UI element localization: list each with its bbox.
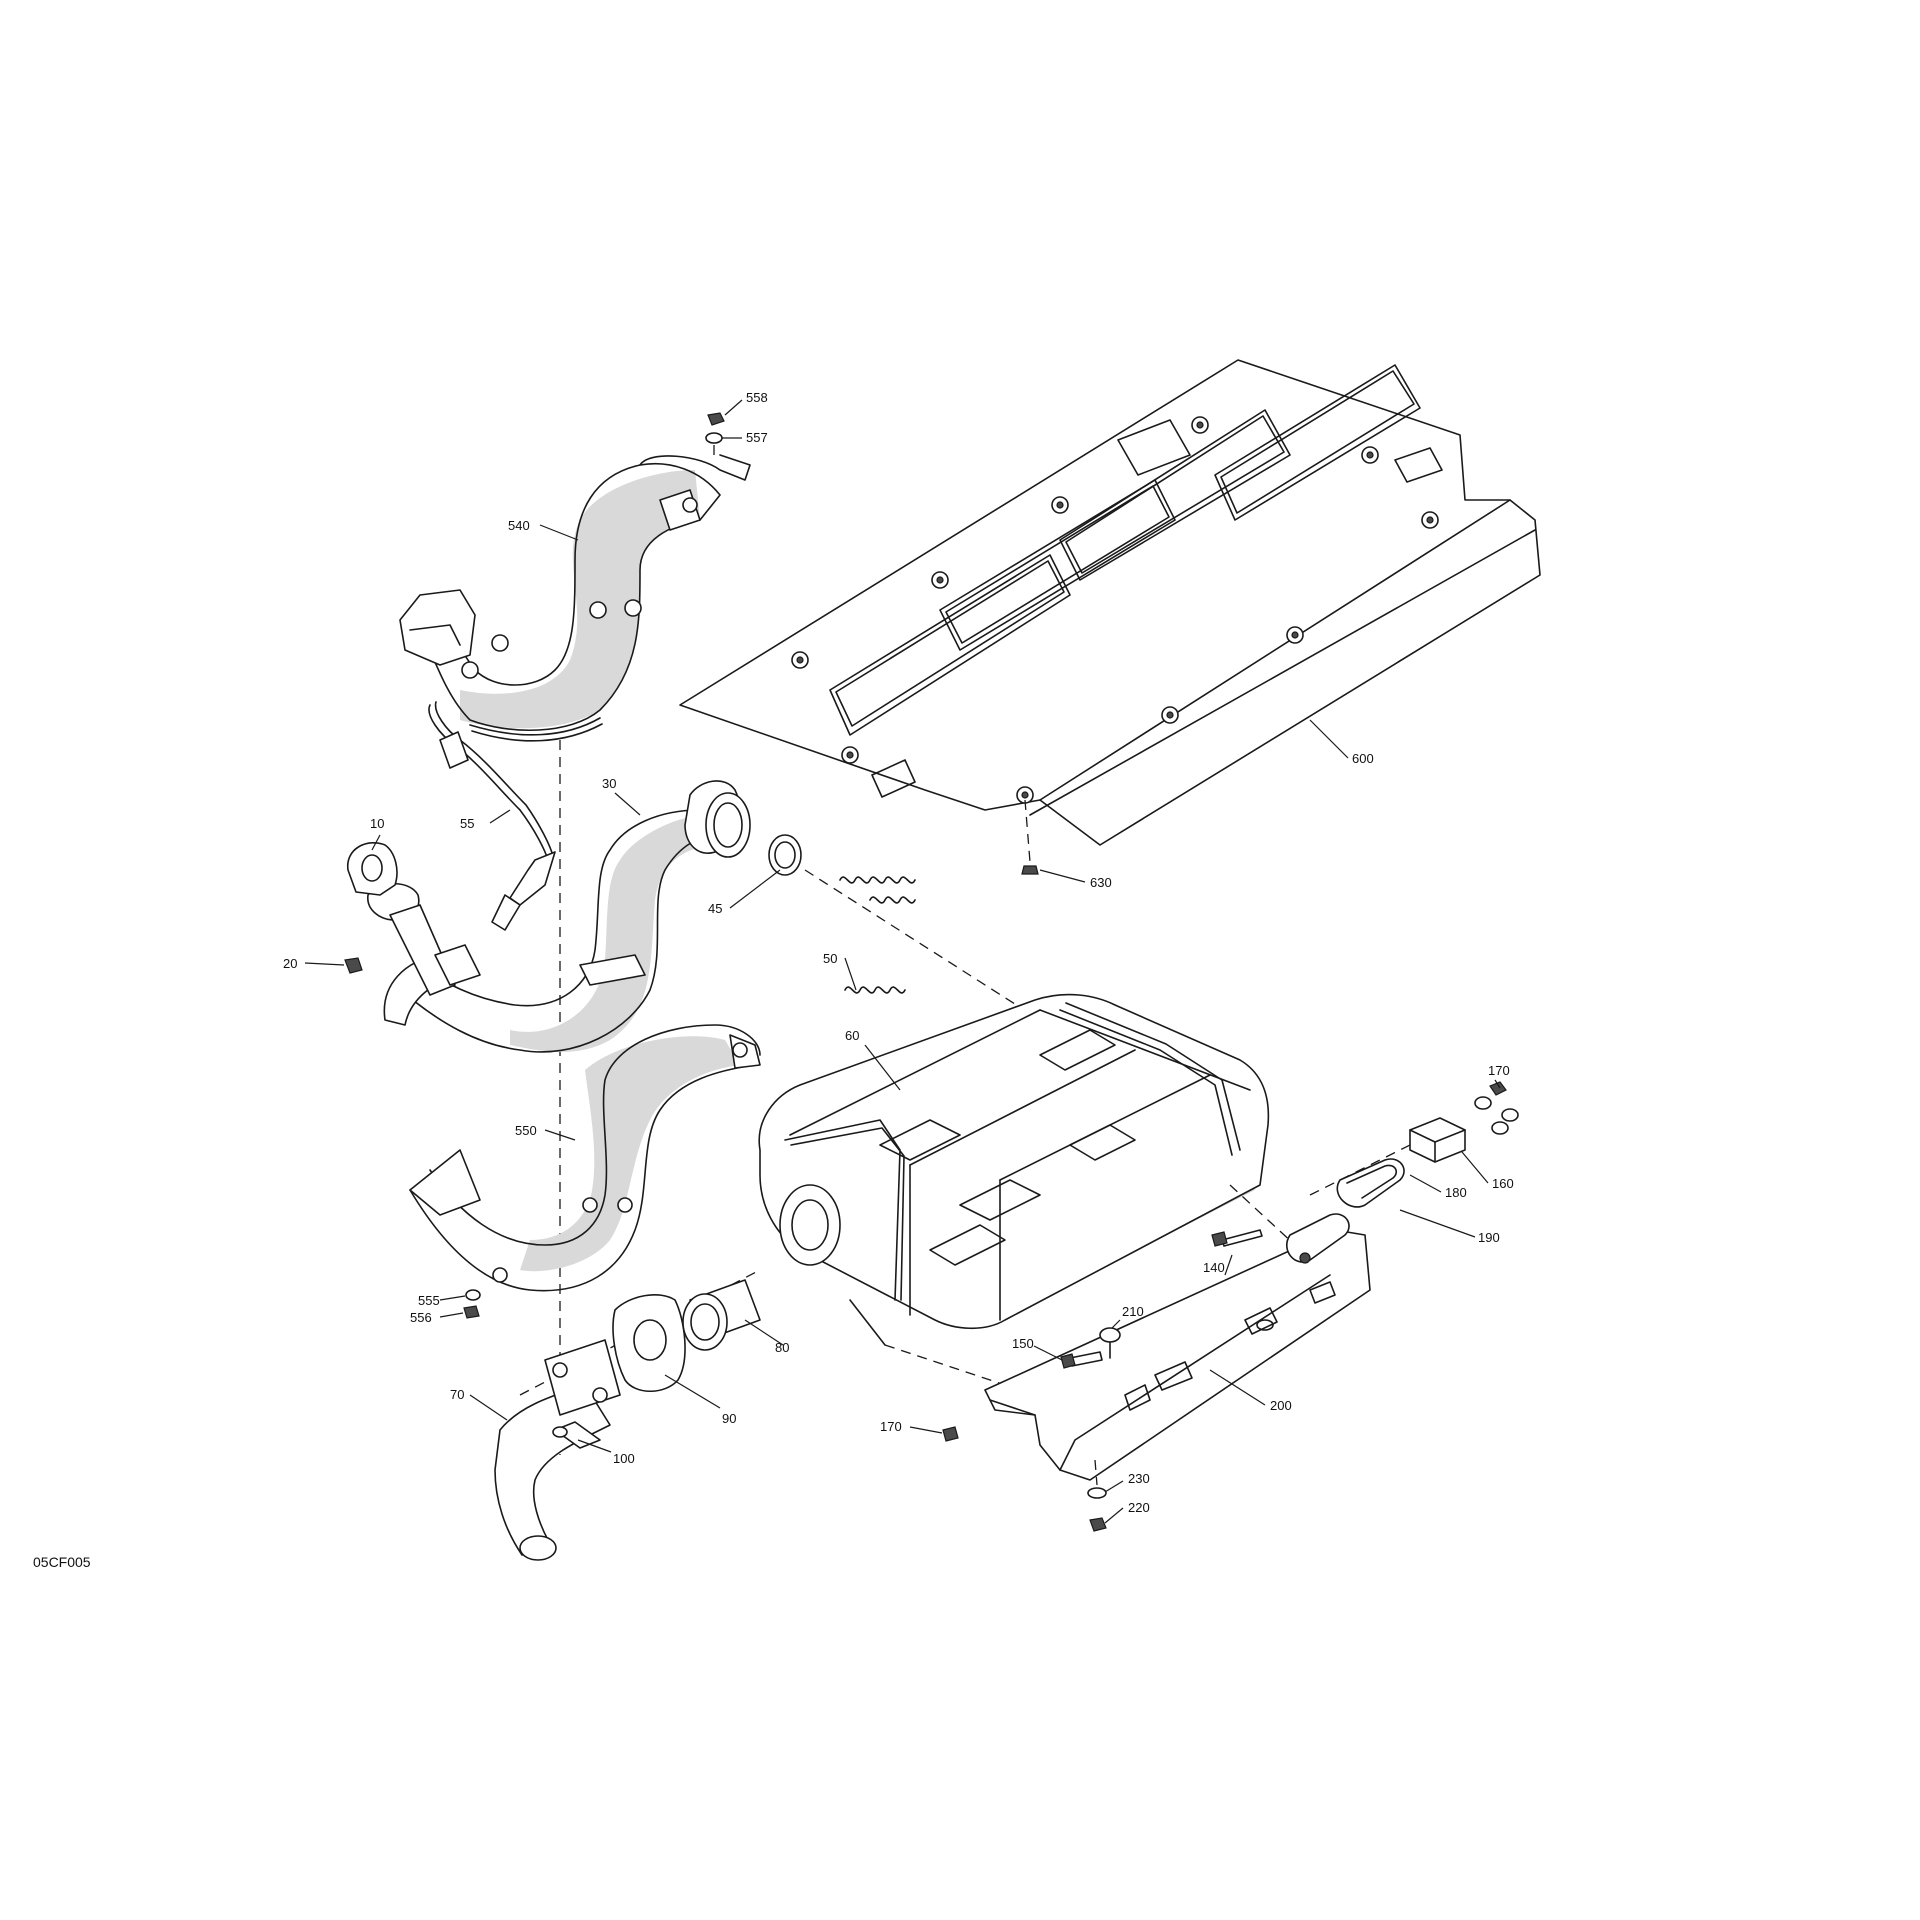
skid-plate-600 — [679, 359, 1541, 875]
callout-558: 558 — [746, 390, 768, 405]
callout-30: 30 — [602, 776, 616, 791]
o2-sensor-55 — [428, 701, 556, 931]
callout-210: 210 — [1122, 1304, 1144, 1319]
callout-160: 160 — [1492, 1176, 1514, 1191]
callout-550: 550 — [515, 1123, 537, 1138]
callout-80: 80 — [775, 1340, 789, 1355]
callout-10: 10 — [370, 816, 384, 831]
callout-20: 20 — [283, 956, 297, 971]
callout-140: 140 — [1203, 1260, 1225, 1275]
header-pipe-30 — [344, 780, 916, 1053]
mounting-bracket-200 — [942, 1081, 1519, 1532]
callout-55: 55 — [460, 816, 474, 831]
callout-170-upper: 170 — [1488, 1063, 1510, 1078]
figure-reference-code: 05CF005 — [33, 1554, 91, 1570]
callout-90: 90 — [722, 1411, 736, 1426]
muffler-60 — [758, 993, 1270, 1346]
callout-100: 100 — [613, 1451, 635, 1466]
leader-lines — [304, 399, 1501, 1524]
callout-540: 540 — [508, 518, 530, 533]
callout-180: 180 — [1445, 1185, 1467, 1200]
callout-600: 600 — [1352, 751, 1374, 766]
callout-70: 70 — [450, 1387, 464, 1402]
callout-45: 45 — [708, 901, 722, 916]
callout-60: 60 — [845, 1028, 859, 1043]
callout-556: 556 — [410, 1310, 432, 1325]
callout-220: 220 — [1128, 1500, 1150, 1515]
callout-230: 230 — [1128, 1471, 1150, 1486]
heat-shield-540 — [399, 412, 751, 742]
plate-fasteners — [791, 416, 1439, 804]
callout-labels: 558 557 540 55 10 20 30 45 50 600 630 60… — [283, 390, 1514, 1515]
callout-50: 50 — [823, 951, 837, 966]
callout-555: 555 — [418, 1293, 440, 1308]
callout-190: 190 — [1478, 1230, 1500, 1245]
callout-630: 630 — [1090, 875, 1112, 890]
callout-557: 557 — [746, 430, 768, 445]
callout-170-lower: 170 — [880, 1419, 902, 1434]
callout-200: 200 — [1270, 1398, 1292, 1413]
callout-150: 150 — [1012, 1336, 1034, 1351]
heat-shield-550 — [409, 1024, 761, 1319]
tail-pipe-group — [494, 1279, 761, 1561]
